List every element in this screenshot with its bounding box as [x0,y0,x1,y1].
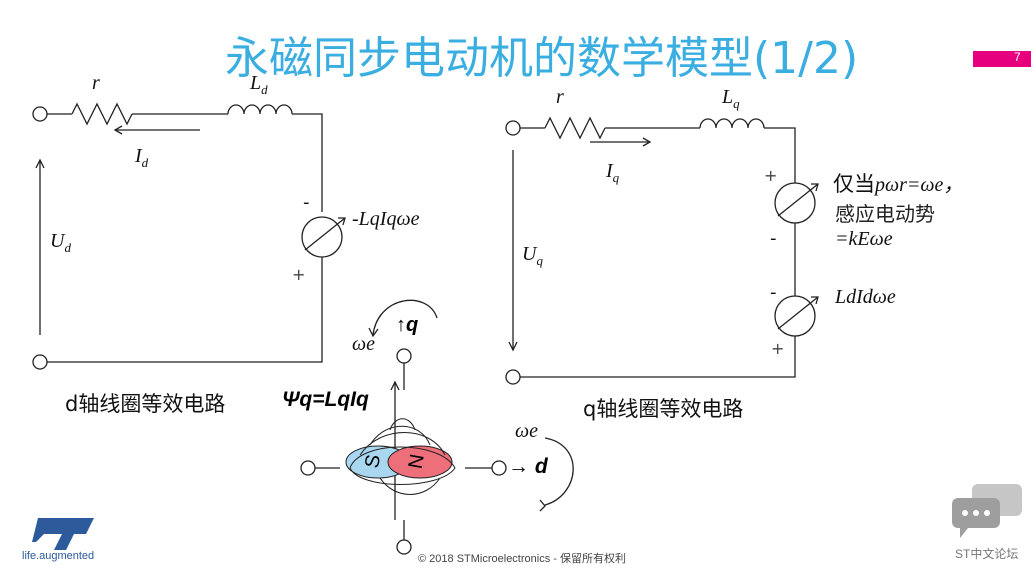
q-inductor [699,118,765,129]
q-resistor [544,116,606,140]
footer-copyright: © 2018 STMicroelectronics - 保留所有权利 [418,553,626,565]
d-inductor-label: Ld [250,72,268,97]
d-emf-plus: + [292,265,306,284]
page-number-bar [973,51,1031,67]
rotor-n-pole [387,445,453,479]
rotor-psi-label: Ψq=LqIq [282,388,369,411]
q-terminal-top [505,120,521,136]
q-emf1-minus: - [770,228,777,249]
d-resistor [71,102,133,126]
d-terminal-bottom [32,354,48,370]
q-emf-note: 仅当pωr=ωe， [833,168,963,198]
q-note-emf: 感应电动势 [835,202,935,226]
q-emf2-minus: - [770,282,777,303]
q-inductor-label: Lq [722,86,740,111]
rotor-d-terminal-right [491,460,507,476]
q-emf2-plus: + [771,339,785,358]
chat-bubble-icon[interactable] [950,484,1025,543]
q-current-label: Iq [606,160,620,185]
d-current-label: Id [135,145,149,170]
d-circuit-caption: d轴线圈等效电路 [65,392,226,416]
page-number: 7 [1014,50,1021,64]
d-resistor-label: r [92,72,100,94]
q-voltage-label: Uq [522,243,543,268]
q-resistor-label: r [556,86,564,108]
logo-tagline: life.augmented [22,550,95,562]
q-note-ke: =kEωe [835,228,893,250]
forum-label[interactable]: ST中文论坛 [955,547,1019,561]
d-inductor [227,104,293,115]
d-voltage-label: Ud [50,230,71,255]
rotor-omega-top: ωe [352,333,375,355]
rotor-q-terminal-top [396,348,412,364]
page-title: 永磁同步电动机的数学模型(1/2) [225,33,859,84]
rotor-omega-right: ωe [515,420,538,442]
d-emf-minus: - [303,192,310,213]
rotor-d-terminal-left [300,460,316,476]
q-terminal-bottom [505,369,521,385]
st-logo [30,512,100,556]
q-note-condition: 仅当 [833,172,875,196]
rotor-q-terminal-bottom [396,539,412,555]
d-emf-label: -LqIqωe [352,208,420,230]
q-emf2-label: LdIdωe [835,286,896,308]
q-emf1-plus: + [764,166,778,185]
q-circuit-caption: q轴线圈等效电路 [583,397,744,421]
rotor-d-axis-label: → d [508,455,548,478]
d-terminal-top [32,106,48,122]
rotor-q-axis-label: ↑q [396,314,419,336]
q-note-equation: pωr=ωe， [875,174,964,196]
